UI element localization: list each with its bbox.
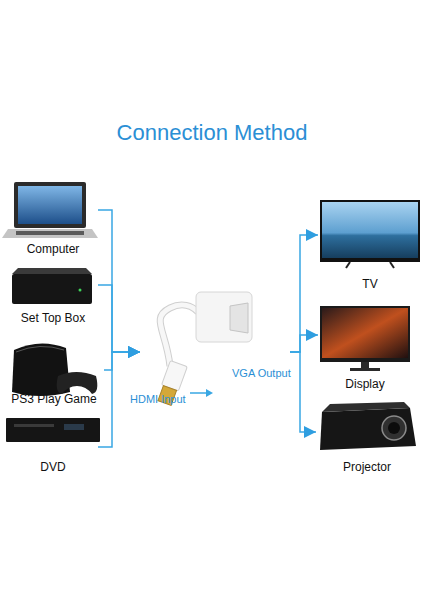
connector-line — [290, 335, 318, 352]
output-node: Display — [318, 302, 412, 391]
dvd-tray — [14, 424, 54, 427]
laptop-base — [2, 229, 98, 238]
dvd-player-illustration — [6, 418, 100, 442]
console-edge — [16, 346, 64, 352]
device-label: TV — [318, 277, 422, 291]
projector-body — [320, 408, 416, 450]
device-label: Set Top Box — [8, 311, 98, 325]
cable — [160, 305, 198, 366]
set-top-box-illustration — [12, 268, 92, 304]
tv-screen — [322, 202, 418, 258]
monitor-base — [350, 368, 380, 371]
tv-leg — [346, 262, 350, 268]
device-node: PS3 Play Game — [4, 338, 104, 406]
adapter-node: HDMI InputVGA Output — [140, 285, 290, 410]
device-node: Set Top Box — [8, 262, 98, 325]
tv-illustration — [320, 200, 420, 268]
box-top — [12, 268, 92, 274]
connector-line — [104, 352, 140, 370]
box-body — [12, 274, 92, 304]
connector-line — [290, 235, 318, 352]
connector-line — [98, 285, 140, 352]
adapter-illustration — [156, 292, 252, 406]
ps3-illustration — [12, 343, 97, 396]
cable-outline — [160, 305, 198, 366]
diagram-title: Connection Method — [0, 120, 424, 146]
monitor-illustration — [320, 306, 410, 371]
connector-line — [98, 210, 140, 352]
port-label: HDMI Input — [130, 392, 186, 406]
device-label: PS3 Play Game — [4, 392, 104, 406]
output-node: Projector — [316, 396, 418, 474]
controller — [57, 372, 98, 394]
monitor-screen — [322, 308, 408, 358]
device-label: Display — [318, 377, 412, 391]
tv-frame — [320, 200, 420, 262]
vga-port — [230, 303, 248, 333]
device-node: Computer — [8, 178, 98, 256]
box-led — [79, 289, 82, 292]
projector-illustration — [320, 402, 416, 450]
dvd-display — [64, 424, 84, 430]
device-label: Computer — [8, 242, 98, 256]
monitor-frame — [320, 306, 410, 362]
input-arrow-head — [206, 389, 213, 397]
output-node: TV — [318, 198, 422, 291]
laptop-illustration — [2, 182, 98, 238]
monitor-neck — [361, 362, 369, 368]
input-arrow-shaft — [190, 392, 206, 394]
laptop-screen — [18, 186, 82, 224]
projector-lens-core — [388, 422, 400, 434]
dvd-body — [6, 418, 100, 442]
laptop-keyboard — [16, 231, 84, 235]
device-node: DVD — [8, 412, 98, 474]
projector-lens — [382, 416, 406, 440]
device-label: DVD — [8, 460, 98, 474]
port-label: VGA Output — [232, 366, 291, 380]
vga-housing — [196, 292, 252, 342]
device-label: Projector — [316, 460, 418, 474]
projector-top — [322, 402, 410, 412]
laptop-lid — [14, 182, 86, 228]
tv-leg — [390, 262, 394, 268]
connector-line — [290, 352, 316, 432]
